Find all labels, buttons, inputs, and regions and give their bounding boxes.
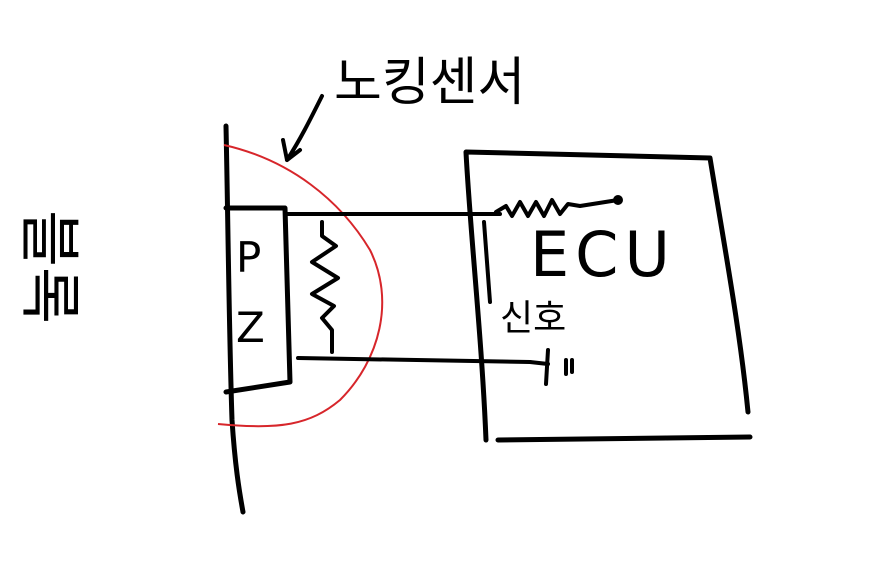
ecu-box (463, 149, 753, 443)
piezo-p-label: P (236, 233, 261, 282)
sensor-arrow (281, 94, 324, 162)
ecu-input-resistor (494, 198, 620, 218)
ecu-label: ECU (530, 218, 676, 291)
ground-symbol (528, 348, 574, 386)
sensor-title-label: 노킹센서 (334, 53, 525, 113)
engine-block-wall (223, 123, 246, 515)
ecu-terminal-dot (613, 195, 623, 205)
sensor-resistor (310, 220, 340, 354)
ground-wire-bottom (296, 356, 532, 364)
signal-label: 신호 (500, 298, 566, 339)
ecu-signal-tick (482, 220, 492, 304)
block-label: 블록 (13, 210, 86, 324)
sensor-outline (217, 144, 384, 428)
piezo-z-label: Z (236, 303, 265, 352)
piezo-element-box (223, 205, 293, 395)
